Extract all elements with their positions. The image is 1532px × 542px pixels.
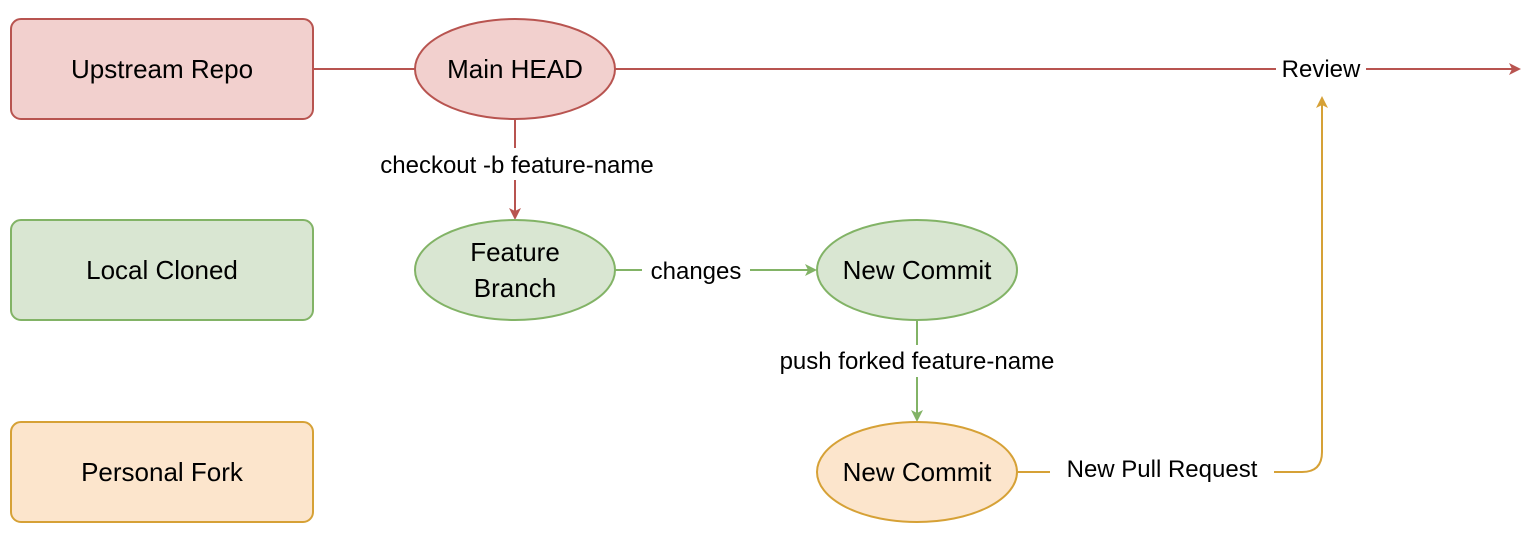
lane-fork-label: Personal Fork	[81, 457, 244, 487]
node-new-commit-local: New Commit	[816, 219, 1018, 321]
feature-branch-label-line2: Branch	[474, 273, 556, 303]
changes-label: changes	[651, 258, 742, 285]
lane-personal-fork: Personal Fork	[10, 421, 314, 523]
node-feature-branch: Feature Branch	[414, 219, 616, 321]
review-label: Review	[1282, 56, 1361, 83]
push-label: push forked feature-name	[780, 348, 1055, 375]
node-new-commit-fork: New Commit	[816, 421, 1018, 523]
lane-upstream-repo: Upstream Repo	[10, 18, 314, 120]
node-main-head: Main HEAD	[414, 18, 616, 120]
main-head-label: Main HEAD	[447, 54, 583, 84]
pull-request-label: New Pull Request	[1067, 456, 1258, 483]
edge-pull-request	[1018, 96, 1328, 473]
lane-local-cloned: Local Cloned	[10, 219, 314, 321]
checkout-label: checkout -b feature-name	[380, 152, 653, 179]
new-commit-local-label: New Commit	[843, 255, 993, 285]
lane-local-label: Local Cloned	[86, 255, 238, 285]
lane-upstream-label: Upstream Repo	[71, 54, 253, 84]
new-commit-fork-label: New Commit	[843, 457, 993, 487]
feature-branch-label-line1: Feature	[470, 237, 560, 267]
